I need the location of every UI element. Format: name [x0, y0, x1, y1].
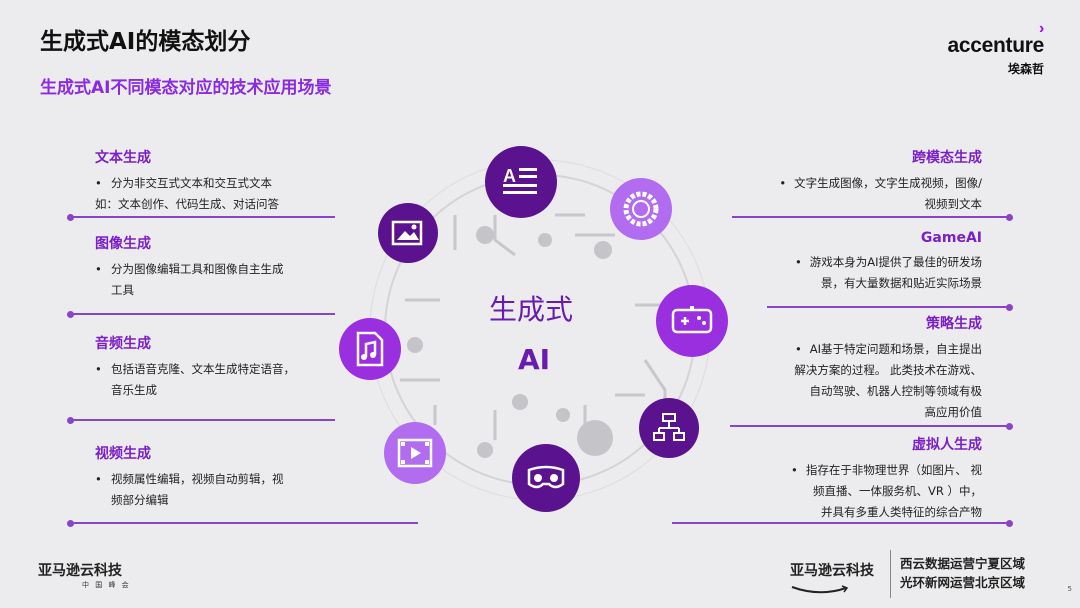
category-bullet: 分为非交互式文本和交互式文本 [95, 173, 355, 194]
aws-summit-logo: 亚马逊云科技 中 国 峰 会 [38, 560, 131, 590]
video-film-icon [384, 422, 446, 484]
page-number: 5 [1067, 585, 1072, 593]
aws-smile-icon [791, 585, 849, 594]
logo-brand: accenture› [947, 20, 1044, 57]
svg-text:A: A [503, 166, 516, 186]
category-title: 视频生成 [95, 446, 151, 462]
category-bullet: 指存在于非物理世界（如图片、 视 [722, 460, 982, 481]
vr-headset-icon [512, 444, 580, 512]
aws-summit-sub: 中 国 峰 会 [82, 581, 131, 589]
category-bullet-cont: 景，有大量数据和贴近实际场景 [821, 276, 982, 290]
region-line2: 光环新网运营北京区域 [900, 575, 1026, 590]
category-audio-generation: 音频生成 包括语音克隆、文本生成特定语音， 音乐生成 [95, 333, 355, 401]
page-title: 生成式AI的模态划分 [40, 29, 251, 55]
logo-cn: 埃森哲 [1007, 62, 1044, 76]
divider-line [67, 310, 335, 318]
region-info: 西云数据运营宁夏区域 光环新网运营北京区域 [900, 554, 1025, 592]
category-bullet: 游戏本身为AI提供了最佳的研发场 [722, 252, 982, 273]
divider-line [767, 303, 1013, 311]
flowchart-icon [639, 398, 699, 458]
aws-brand-mid: 亚马逊云科技 [790, 563, 874, 579]
category-bullet-cont: 解决方案的过程。 此类技术在游戏、 [794, 363, 982, 377]
category-bullet: 包括语音克隆、文本生成特定语音， [95, 359, 355, 380]
category-bullet: 分为图像编辑工具和图像自主生成 [95, 259, 355, 280]
category-bullet: 视频属性编辑，视频自动剪辑，视 [95, 469, 355, 490]
category-bullet-cont: 如：文本创作、代码生成、对话问答 [95, 197, 279, 211]
category-bullet-cont: 并具有多重人类特征的综合产物 [821, 505, 982, 519]
region-line1: 西云数据运营宁夏区域 [900, 556, 1026, 571]
aws-logo: 亚马逊云科技 [790, 560, 874, 599]
accenture-logo: accenture› 埃森哲 [947, 20, 1044, 77]
divider-line [67, 519, 418, 527]
ring-icon [610, 178, 672, 240]
category-title: 音频生成 [95, 336, 151, 352]
text-doc-icon: A [485, 146, 557, 218]
category-title: GameAI [920, 230, 982, 246]
image-icon [378, 203, 438, 263]
category-bullet-cont: 工具 [111, 283, 134, 297]
category-bullet: 文字生成图像，文字生成视频，图像/ [722, 173, 982, 194]
aws-brand: 亚马逊云科技 [38, 563, 122, 579]
category-bullet-cont: 频部分编辑 [111, 493, 169, 507]
gamepad-icon [656, 285, 728, 357]
category-bullet-cont: 自动驾驶、机器人控制等领域有极 [809, 384, 983, 398]
center-label-line1: 生成式 [489, 293, 574, 326]
divider-line [67, 416, 335, 424]
category-cross-modal: 跨模态生成 文字生成图像，文字生成视频，图像/视频到文本 [722, 147, 982, 215]
footer-divider [890, 550, 891, 598]
divider-line [732, 213, 1013, 221]
category-title: 图像生成 [95, 236, 151, 252]
category-bullet-cont: 高应用价值 [924, 405, 983, 419]
category-bullet-cont: 视频到文本 [924, 197, 983, 211]
center-label-line2: AI [518, 343, 551, 376]
divider-line [730, 422, 1013, 430]
category-title: 跨模态生成 [912, 150, 982, 166]
category-bullet-cont: 音乐生成 [111, 383, 157, 397]
category-title: 策略生成 [926, 316, 982, 332]
divider-line [672, 519, 1013, 527]
divider-line [67, 213, 335, 221]
category-title: 虚拟人生成 [912, 437, 982, 453]
category-title: 文本生成 [95, 150, 151, 166]
page-subtitle: 生成式AI不同模态对应的技术应用场景 [40, 78, 332, 98]
category-bullet: AI基于特定问题和场景，自主提出 [722, 339, 982, 360]
category-bullet-cont: 频直播、一体服务机、VR ）中， [812, 484, 982, 498]
